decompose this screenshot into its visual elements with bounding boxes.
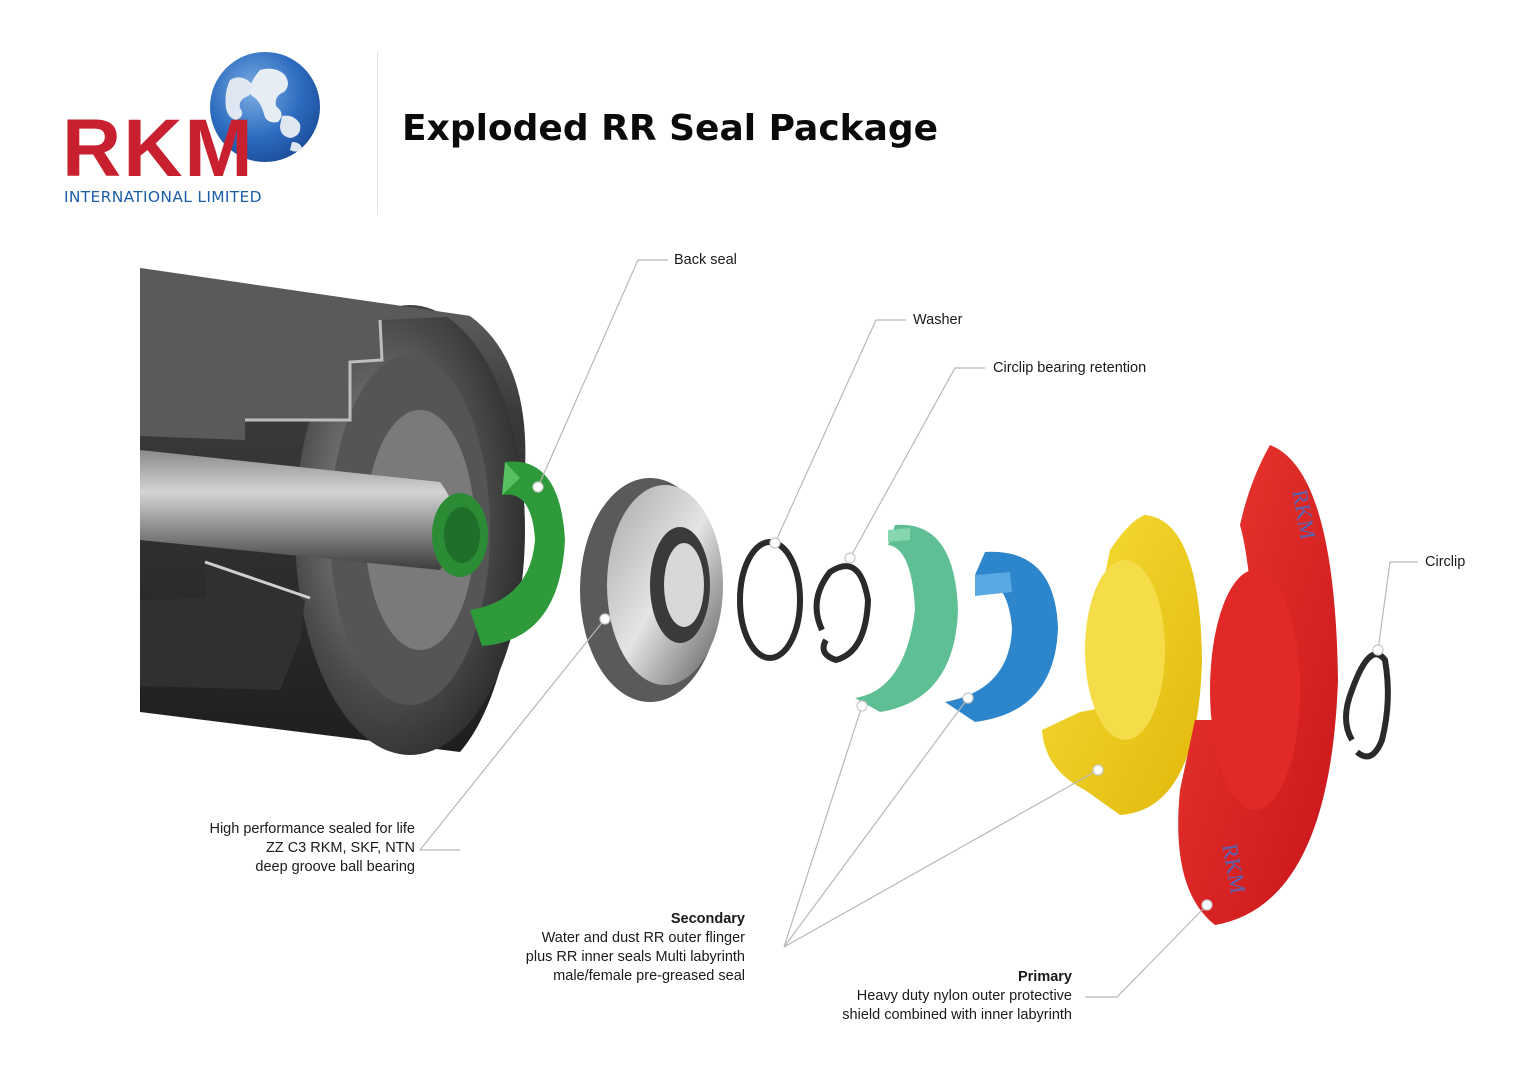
- leader-lines: [418, 259, 1418, 998]
- header-divider: [377, 52, 378, 215]
- label-circlip: Circlip: [1425, 554, 1466, 570]
- outer-flinger: [1042, 515, 1202, 815]
- circlip: [1343, 651, 1391, 760]
- back-seal: [470, 461, 565, 646]
- logo: RKM INTERNATIONAL LIMITED: [60, 50, 340, 210]
- label-back-seal: Back seal: [674, 252, 737, 268]
- label-bearing: High performance sealed for life ZZ C3 R…: [209, 820, 415, 877]
- brand-name: RKM: [62, 103, 255, 194]
- primary-line-1: Heavy duty nylon outer protective: [856, 988, 1072, 1004]
- label-secondary: Secondary Water and dust RR outer flinge…: [526, 910, 745, 986]
- label-washer: Washer: [913, 312, 963, 328]
- bearing-line-2: ZZ C3 RKM, SKF, NTN: [265, 840, 415, 856]
- inner-seal-blue: [945, 551, 1058, 722]
- bearing-line-1: High performance sealed for life: [209, 821, 415, 837]
- secondary-heading: Secondary: [670, 911, 745, 927]
- page-title: Exploded RR Seal Package: [402, 108, 939, 149]
- label-circlip-bearing-retention: Circlip bearing retention: [993, 360, 1147, 376]
- globe-icon: [210, 52, 320, 162]
- leader-dots: [532, 481, 1384, 911]
- shaft: [140, 450, 488, 577]
- brand-subtitle: INTERNATIONAL LIMITED: [64, 188, 262, 206]
- secondary-line-3: male/female pre-greased seal: [553, 968, 745, 984]
- primary-line-2: shield combined with inner labyrinth: [842, 1007, 1072, 1023]
- circlip-bearing-retention: [813, 563, 872, 664]
- secondary-line-2: plus RR inner seals Multi labyrinth: [525, 949, 745, 965]
- outer-shield: [1178, 445, 1338, 925]
- washer: [737, 539, 803, 661]
- bearing-line-3: deep groove ball bearing: [255, 859, 415, 875]
- ball-bearing: [580, 478, 723, 702]
- primary-heading: Primary: [1017, 969, 1072, 985]
- secondary-line-1: Water and dust RR outer flinger: [541, 930, 745, 946]
- label-primary: Primary Heavy duty nylon outer protectiv…: [842, 968, 1072, 1025]
- inner-seal-mint: [855, 524, 958, 712]
